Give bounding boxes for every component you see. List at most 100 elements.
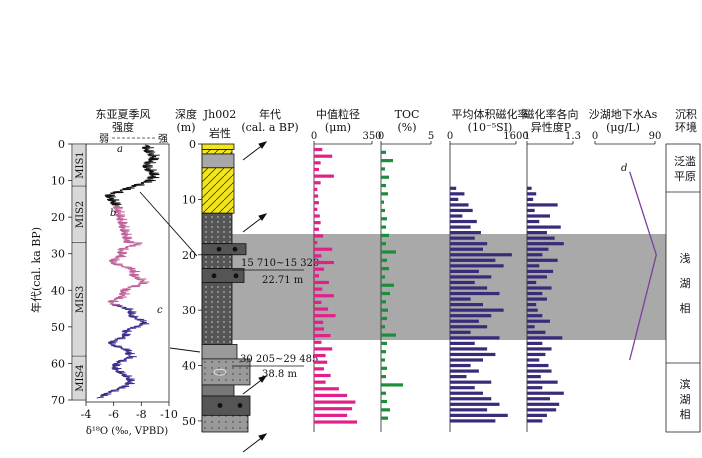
data-bar xyxy=(527,397,550,401)
toc-title-line2: (%) xyxy=(397,121,416,134)
data-bar xyxy=(527,208,535,213)
d18o-axis: -4-6-8-10 xyxy=(81,402,178,421)
data-bar xyxy=(527,192,537,196)
data-bar xyxy=(381,300,386,304)
data-bar xyxy=(314,274,319,278)
depth-tick-label: 40 xyxy=(182,360,196,373)
data-bar xyxy=(450,297,471,301)
data-bar xyxy=(450,253,512,257)
data-bar xyxy=(314,413,348,417)
data-bar xyxy=(527,275,547,279)
data-bar xyxy=(527,375,541,379)
panel-tick-label: 1.3 xyxy=(565,131,581,142)
data-bar xyxy=(381,316,387,321)
date-1-depth: 22.71 m xyxy=(262,275,304,286)
data-bar xyxy=(381,416,388,420)
lithology-layer xyxy=(201,414,249,433)
data-bar xyxy=(450,347,488,351)
data-bar xyxy=(381,341,387,345)
data-bar xyxy=(527,297,547,301)
age-tick-label: 0 xyxy=(58,138,65,151)
data-bar xyxy=(381,275,385,279)
env-floodplain-2: 平原 xyxy=(674,170,696,183)
data-bar xyxy=(381,250,396,254)
env-floodplain-1: 泛滥 xyxy=(674,155,696,168)
depth-title-line1: 深度 xyxy=(175,107,197,121)
data-bar xyxy=(450,380,492,384)
curve-label-a: a xyxy=(117,144,123,155)
data-bar xyxy=(314,353,326,358)
age-col-title-line2: (cal. a BP) xyxy=(241,121,298,134)
data-bar xyxy=(381,399,387,404)
data-bar xyxy=(314,221,321,225)
lithology-layer xyxy=(201,344,238,360)
lithology-column xyxy=(201,143,251,433)
data-bar xyxy=(314,294,334,298)
data-bar xyxy=(450,375,467,379)
gravel-symbol xyxy=(211,273,217,279)
data-bar xyxy=(381,291,390,296)
data-bar xyxy=(314,340,322,344)
data-bar xyxy=(314,254,322,258)
data-bar xyxy=(450,408,488,412)
data-bar xyxy=(450,242,488,246)
data-bar xyxy=(450,225,471,229)
environment-column: 泛滥 平原 浅 湖 相 滨 湖 相 xyxy=(665,143,701,433)
gravel-symbol xyxy=(237,403,243,408)
data-bar xyxy=(381,242,386,246)
data-bar xyxy=(450,397,492,401)
data-bar xyxy=(381,175,389,179)
data-bar xyxy=(527,347,552,351)
data-bar xyxy=(381,308,388,312)
data-bar xyxy=(314,360,328,364)
data-bar xyxy=(381,391,386,395)
lithology-layer xyxy=(201,282,233,345)
monsoon-trace xyxy=(96,304,150,399)
data-bar xyxy=(527,253,543,257)
data-bar xyxy=(450,258,496,262)
monsoon-title-line1: 东亚夏季风 xyxy=(96,108,151,121)
panel-tick-label: 0 xyxy=(378,131,384,142)
monsoon-trace xyxy=(104,144,160,207)
age-tick-label: 50 xyxy=(51,321,65,334)
aniso-title-line1: 磁化率各向 xyxy=(524,107,579,121)
data-bar xyxy=(527,319,550,323)
depth-title-line2: (m) xyxy=(176,121,195,134)
data-bar xyxy=(450,264,504,268)
age-arrows xyxy=(242,141,268,453)
shallow-lake-band xyxy=(232,234,666,340)
data-bar xyxy=(314,380,326,384)
data-bar xyxy=(527,236,555,240)
data-bar xyxy=(314,373,331,378)
data-bar xyxy=(450,369,479,373)
data-bar xyxy=(381,408,390,412)
data-bar xyxy=(314,187,318,192)
data-bar xyxy=(314,174,334,178)
mis-label: MIS3 xyxy=(75,286,86,313)
data-bar xyxy=(314,400,356,404)
data-bar xyxy=(450,419,496,423)
data-bar xyxy=(527,413,547,417)
data-bar xyxy=(314,314,336,318)
data-bar xyxy=(450,247,483,251)
mis-label: MIS2 xyxy=(75,201,86,228)
env-shore-3: 相 xyxy=(680,408,691,421)
data-bar xyxy=(314,267,324,271)
lithology-layer xyxy=(201,167,235,214)
data-bar xyxy=(381,375,386,379)
data-bar xyxy=(381,333,396,337)
data-bar xyxy=(527,386,543,390)
data-bar xyxy=(450,186,457,190)
env-title-line1: 沉积 xyxy=(675,108,697,121)
data-bar xyxy=(527,419,543,423)
data-bar xyxy=(381,150,386,154)
data-bar xyxy=(314,194,319,198)
data-bar xyxy=(450,303,483,307)
data-bar xyxy=(527,225,561,229)
gravel-symbol xyxy=(232,246,238,252)
mis-fill xyxy=(73,187,85,242)
mag-title-line1: 平均体积磁化率 xyxy=(452,107,529,121)
data-bar xyxy=(314,367,324,371)
data-bar xyxy=(381,200,384,204)
